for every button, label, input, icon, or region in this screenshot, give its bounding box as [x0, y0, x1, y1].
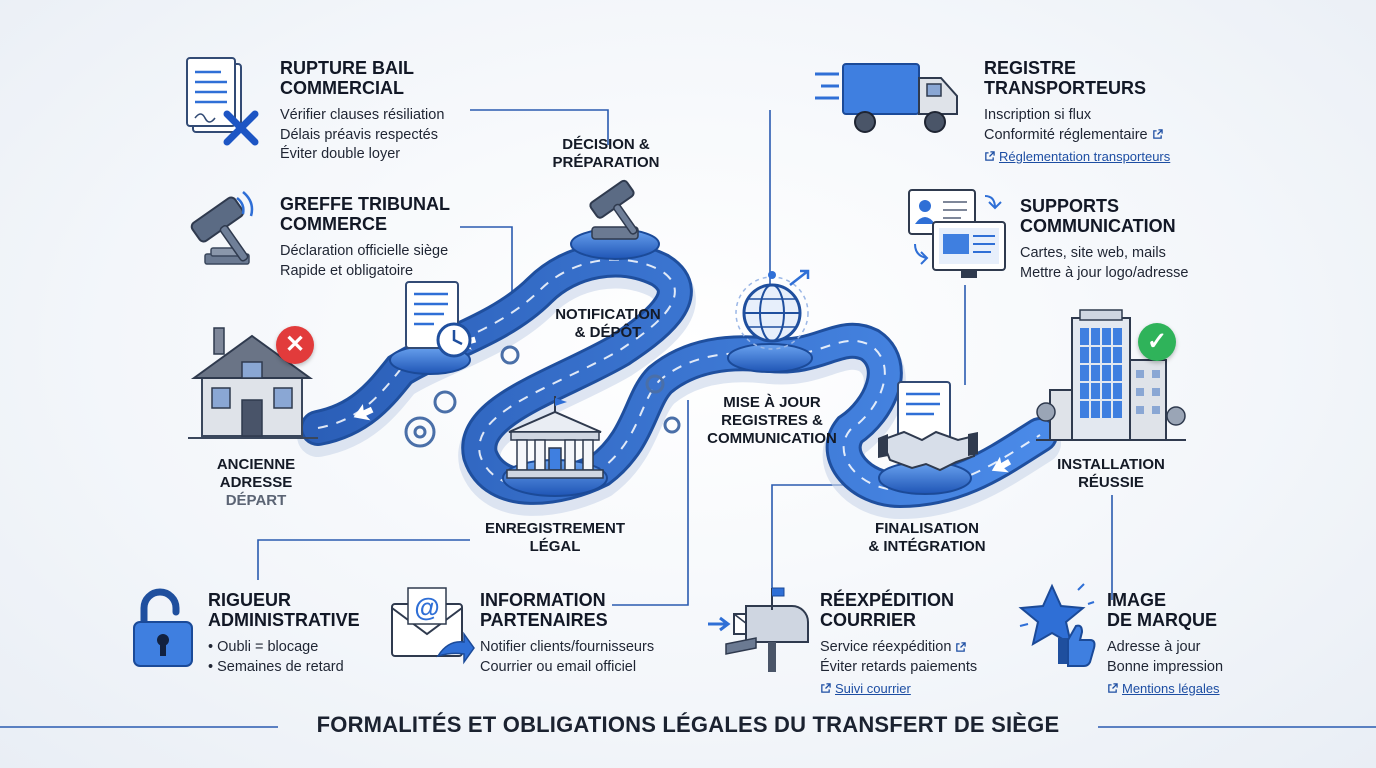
road-markings	[317, 258, 1041, 492]
link-suivi-courrier[interactable]: Suivi courrier	[820, 681, 1020, 696]
stage-notification: NOTIFICATION & DÉPÔT	[555, 306, 661, 341]
external-link-icon	[1108, 683, 1118, 693]
mailbox-icon	[708, 587, 809, 672]
external-link-icon[interactable]	[1152, 129, 1163, 140]
gavel-decision-icon	[589, 179, 639, 240]
house-icon	[188, 327, 318, 439]
stage-enregistrement: ENREGISTREMENT LÉGAL	[484, 520, 625, 555]
stage-mise-a-jour: MISE À JOUR REGISTRES & COMMUNICATION	[707, 394, 837, 447]
gear-icons	[404, 345, 681, 448]
handshake-icon	[878, 381, 978, 472]
courthouse-icon	[506, 396, 604, 479]
external-link-icon[interactable]	[955, 641, 967, 653]
padlock-icon	[133, 588, 193, 667]
building-icon	[1036, 309, 1186, 441]
link-reglementation[interactable]: Réglementation transporteurs	[984, 149, 1204, 164]
svg-text:@: @	[414, 592, 439, 622]
connector-lines	[0, 109, 1376, 728]
stage-depart: ANCIENNE ADRESSE DÉPART	[216, 456, 296, 509]
link-mentions-legales[interactable]: Mentions légales	[1107, 681, 1307, 696]
email-icon: @	[391, 587, 475, 665]
page-title: FORMALITÉS ET OBLIGATIONS LÉGALES DU TRA…	[316, 712, 1060, 737]
external-link-icon	[985, 151, 995, 161]
success-badge-icon: ✓	[1138, 323, 1176, 361]
truck-icon	[815, 63, 958, 133]
star-thumbs-up-icon	[1018, 583, 1096, 667]
stage-decision: DÉCISION & PRÉPARATION	[552, 136, 660, 171]
external-link-icon	[821, 683, 831, 693]
stage-installation: INSTALLATION RÉUSSIE	[1057, 456, 1165, 491]
stage-finalisation: FINALISATION & INTÉGRATION	[868, 520, 986, 555]
document-cross-icon	[186, 57, 259, 146]
document-clock-icon	[405, 281, 472, 358]
error-badge-icon: ✕	[276, 326, 314, 364]
gavel-icon	[190, 191, 254, 265]
globe-icon	[735, 269, 810, 350]
monitor-profile-icon	[908, 189, 1006, 278]
